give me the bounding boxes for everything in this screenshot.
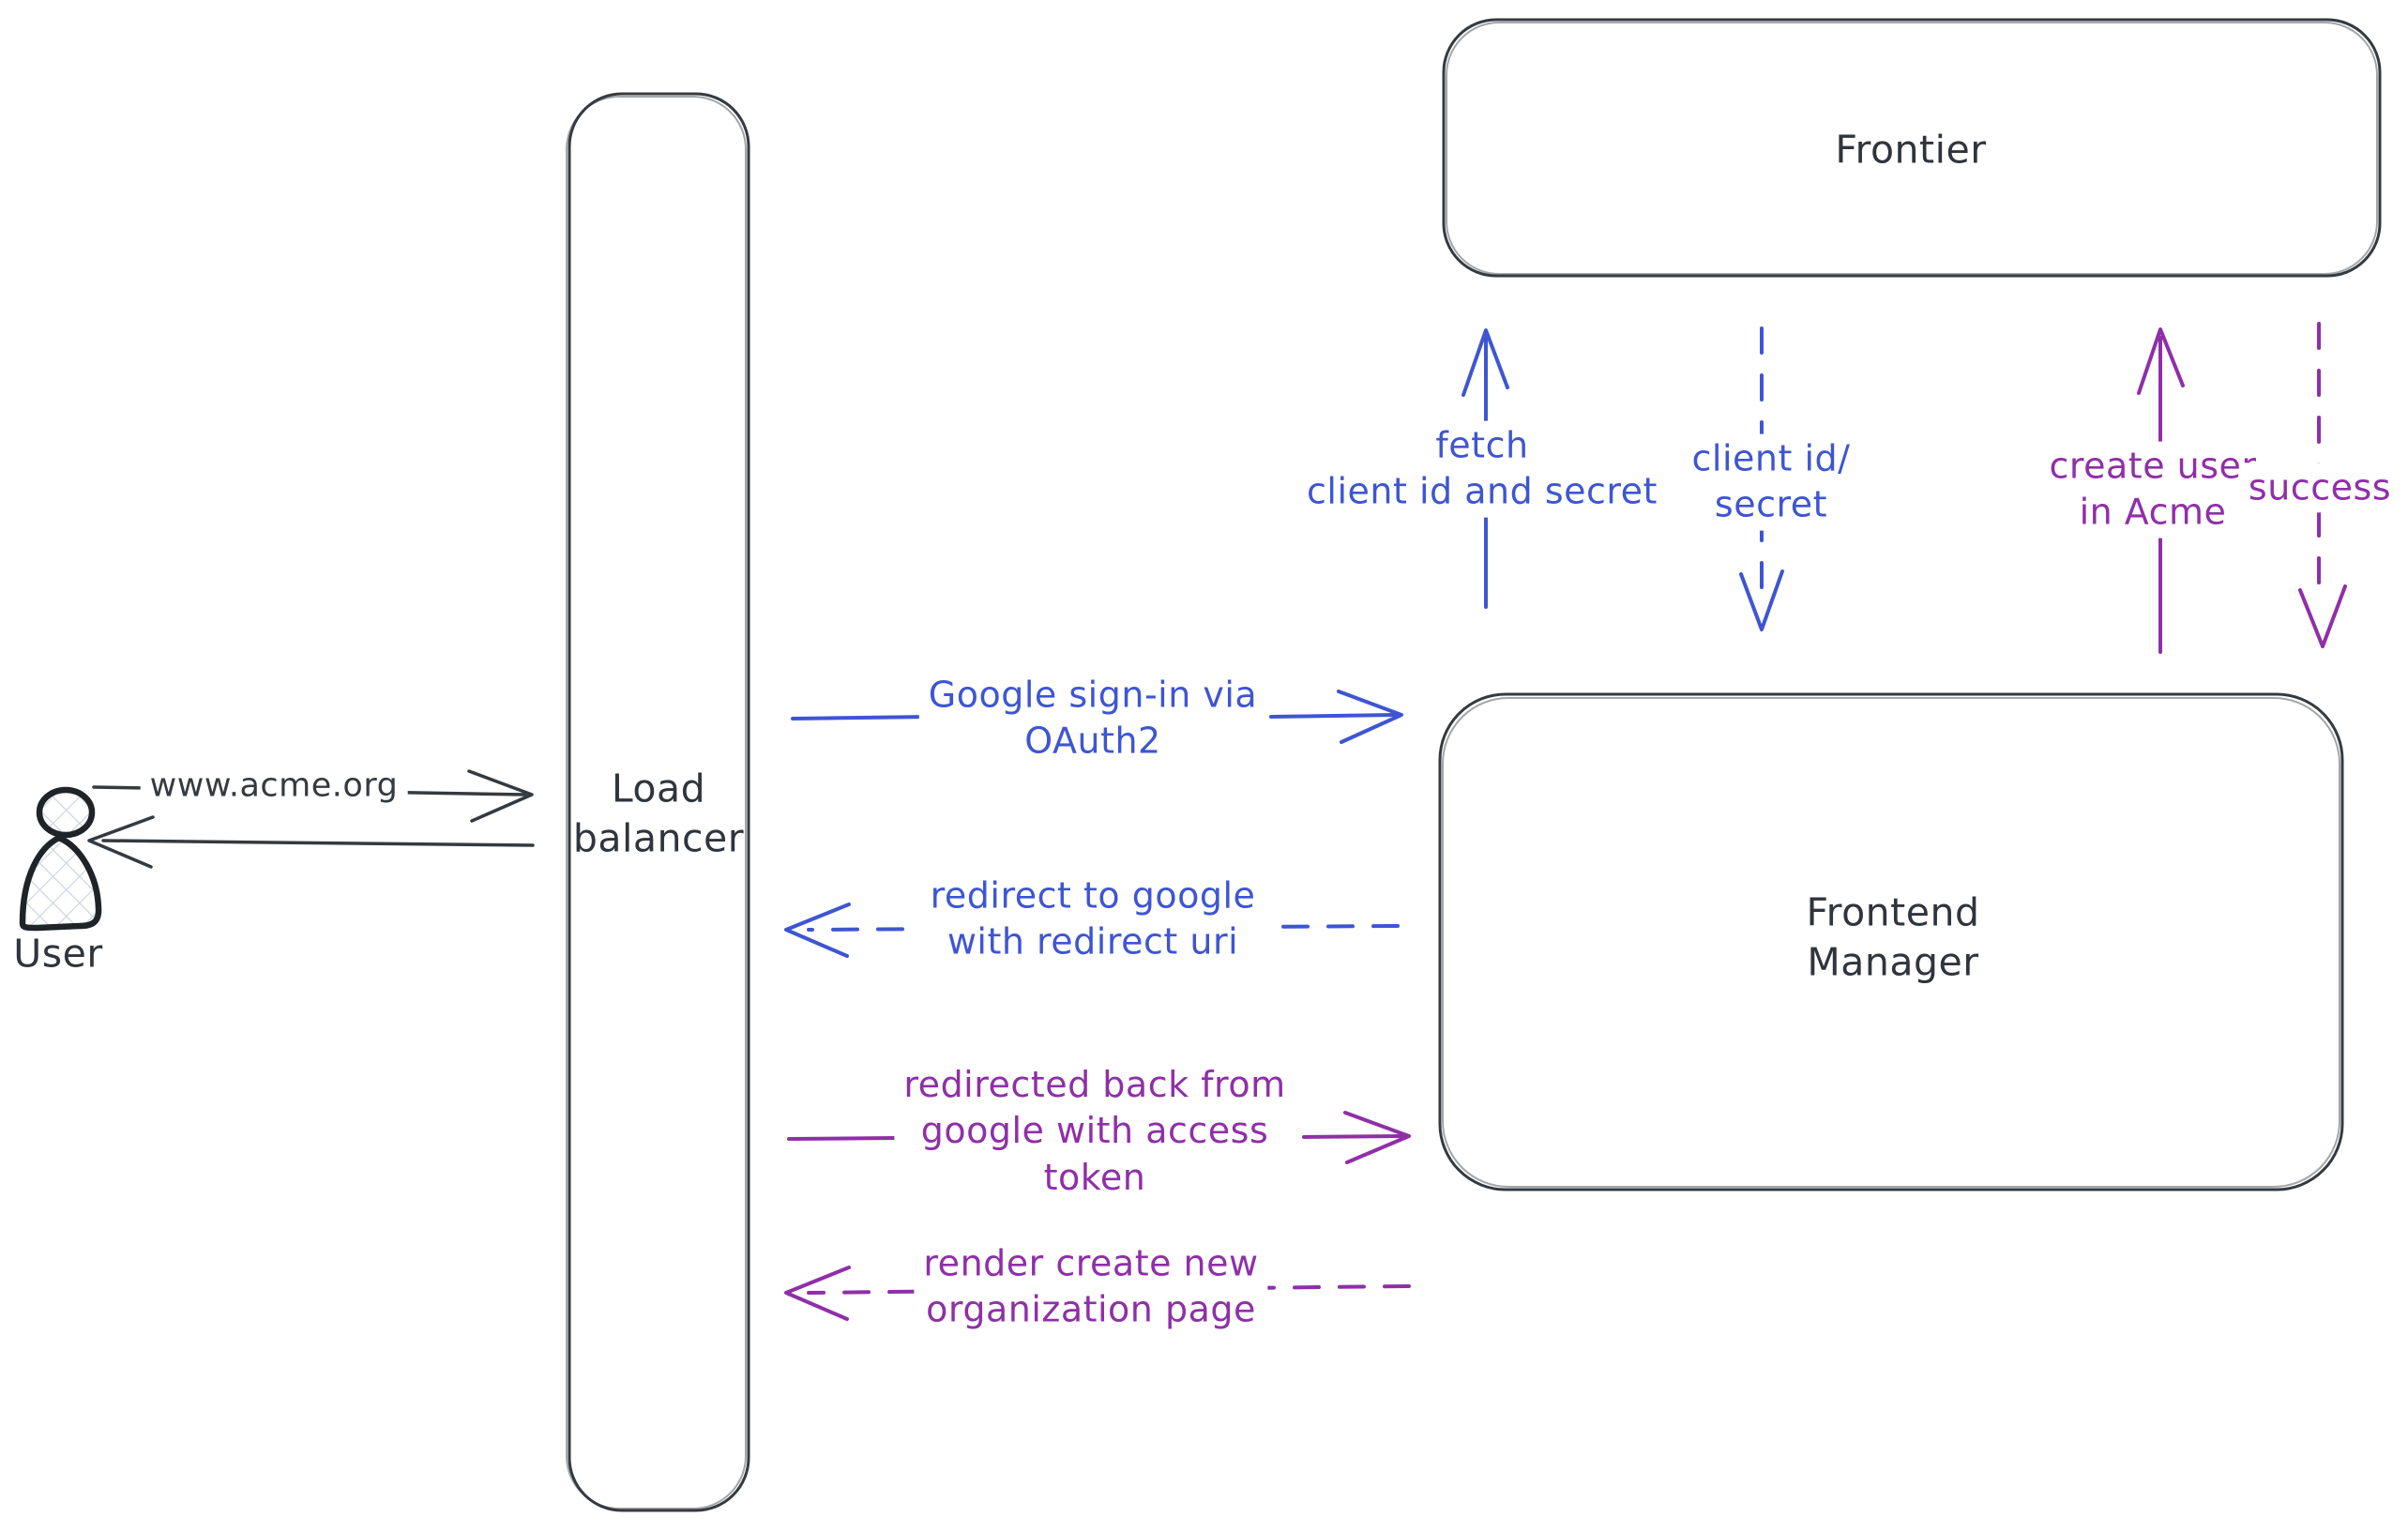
frontier-box — [1442, 18, 2382, 278]
client-id-secret-label: client id/ secret — [1682, 433, 1860, 531]
load-balancer-box — [566, 92, 750, 1512]
frontend-manager-box — [1438, 692, 2344, 1191]
success-label: success — [2238, 463, 2401, 513]
load-balancer-label: Load balancer — [572, 766, 745, 861]
user-icon — [19, 786, 102, 932]
fetch-secret-label: fetch client id and secret — [1297, 420, 1667, 518]
www-response-arrow — [87, 815, 535, 869]
client-id-secret-arrow — [1739, 326, 1784, 631]
redirect-google-label: redirect to google with redirect uri — [920, 871, 1265, 968]
create-user-label: create user in Acme — [2039, 441, 2266, 538]
google-signin-label: Google sign-in via OAuth2 — [918, 670, 1267, 767]
frontend-manager-label: Frontend Manager — [1806, 889, 1980, 985]
user-label: User — [13, 931, 103, 977]
success-arrow — [2298, 322, 2347, 648]
frontier-label: Frontier — [1835, 127, 1987, 173]
www-request-label: www.acme.org — [140, 763, 408, 810]
render-org-page-label: render create new organization page — [914, 1238, 1268, 1336]
google-signin-arrow — [791, 690, 1403, 744]
redirected-back-label: redirected back from google with access … — [894, 1059, 1295, 1204]
render-org-page-arrow — [784, 1266, 1411, 1321]
redirected-back-arrow — [787, 1111, 1411, 1164]
